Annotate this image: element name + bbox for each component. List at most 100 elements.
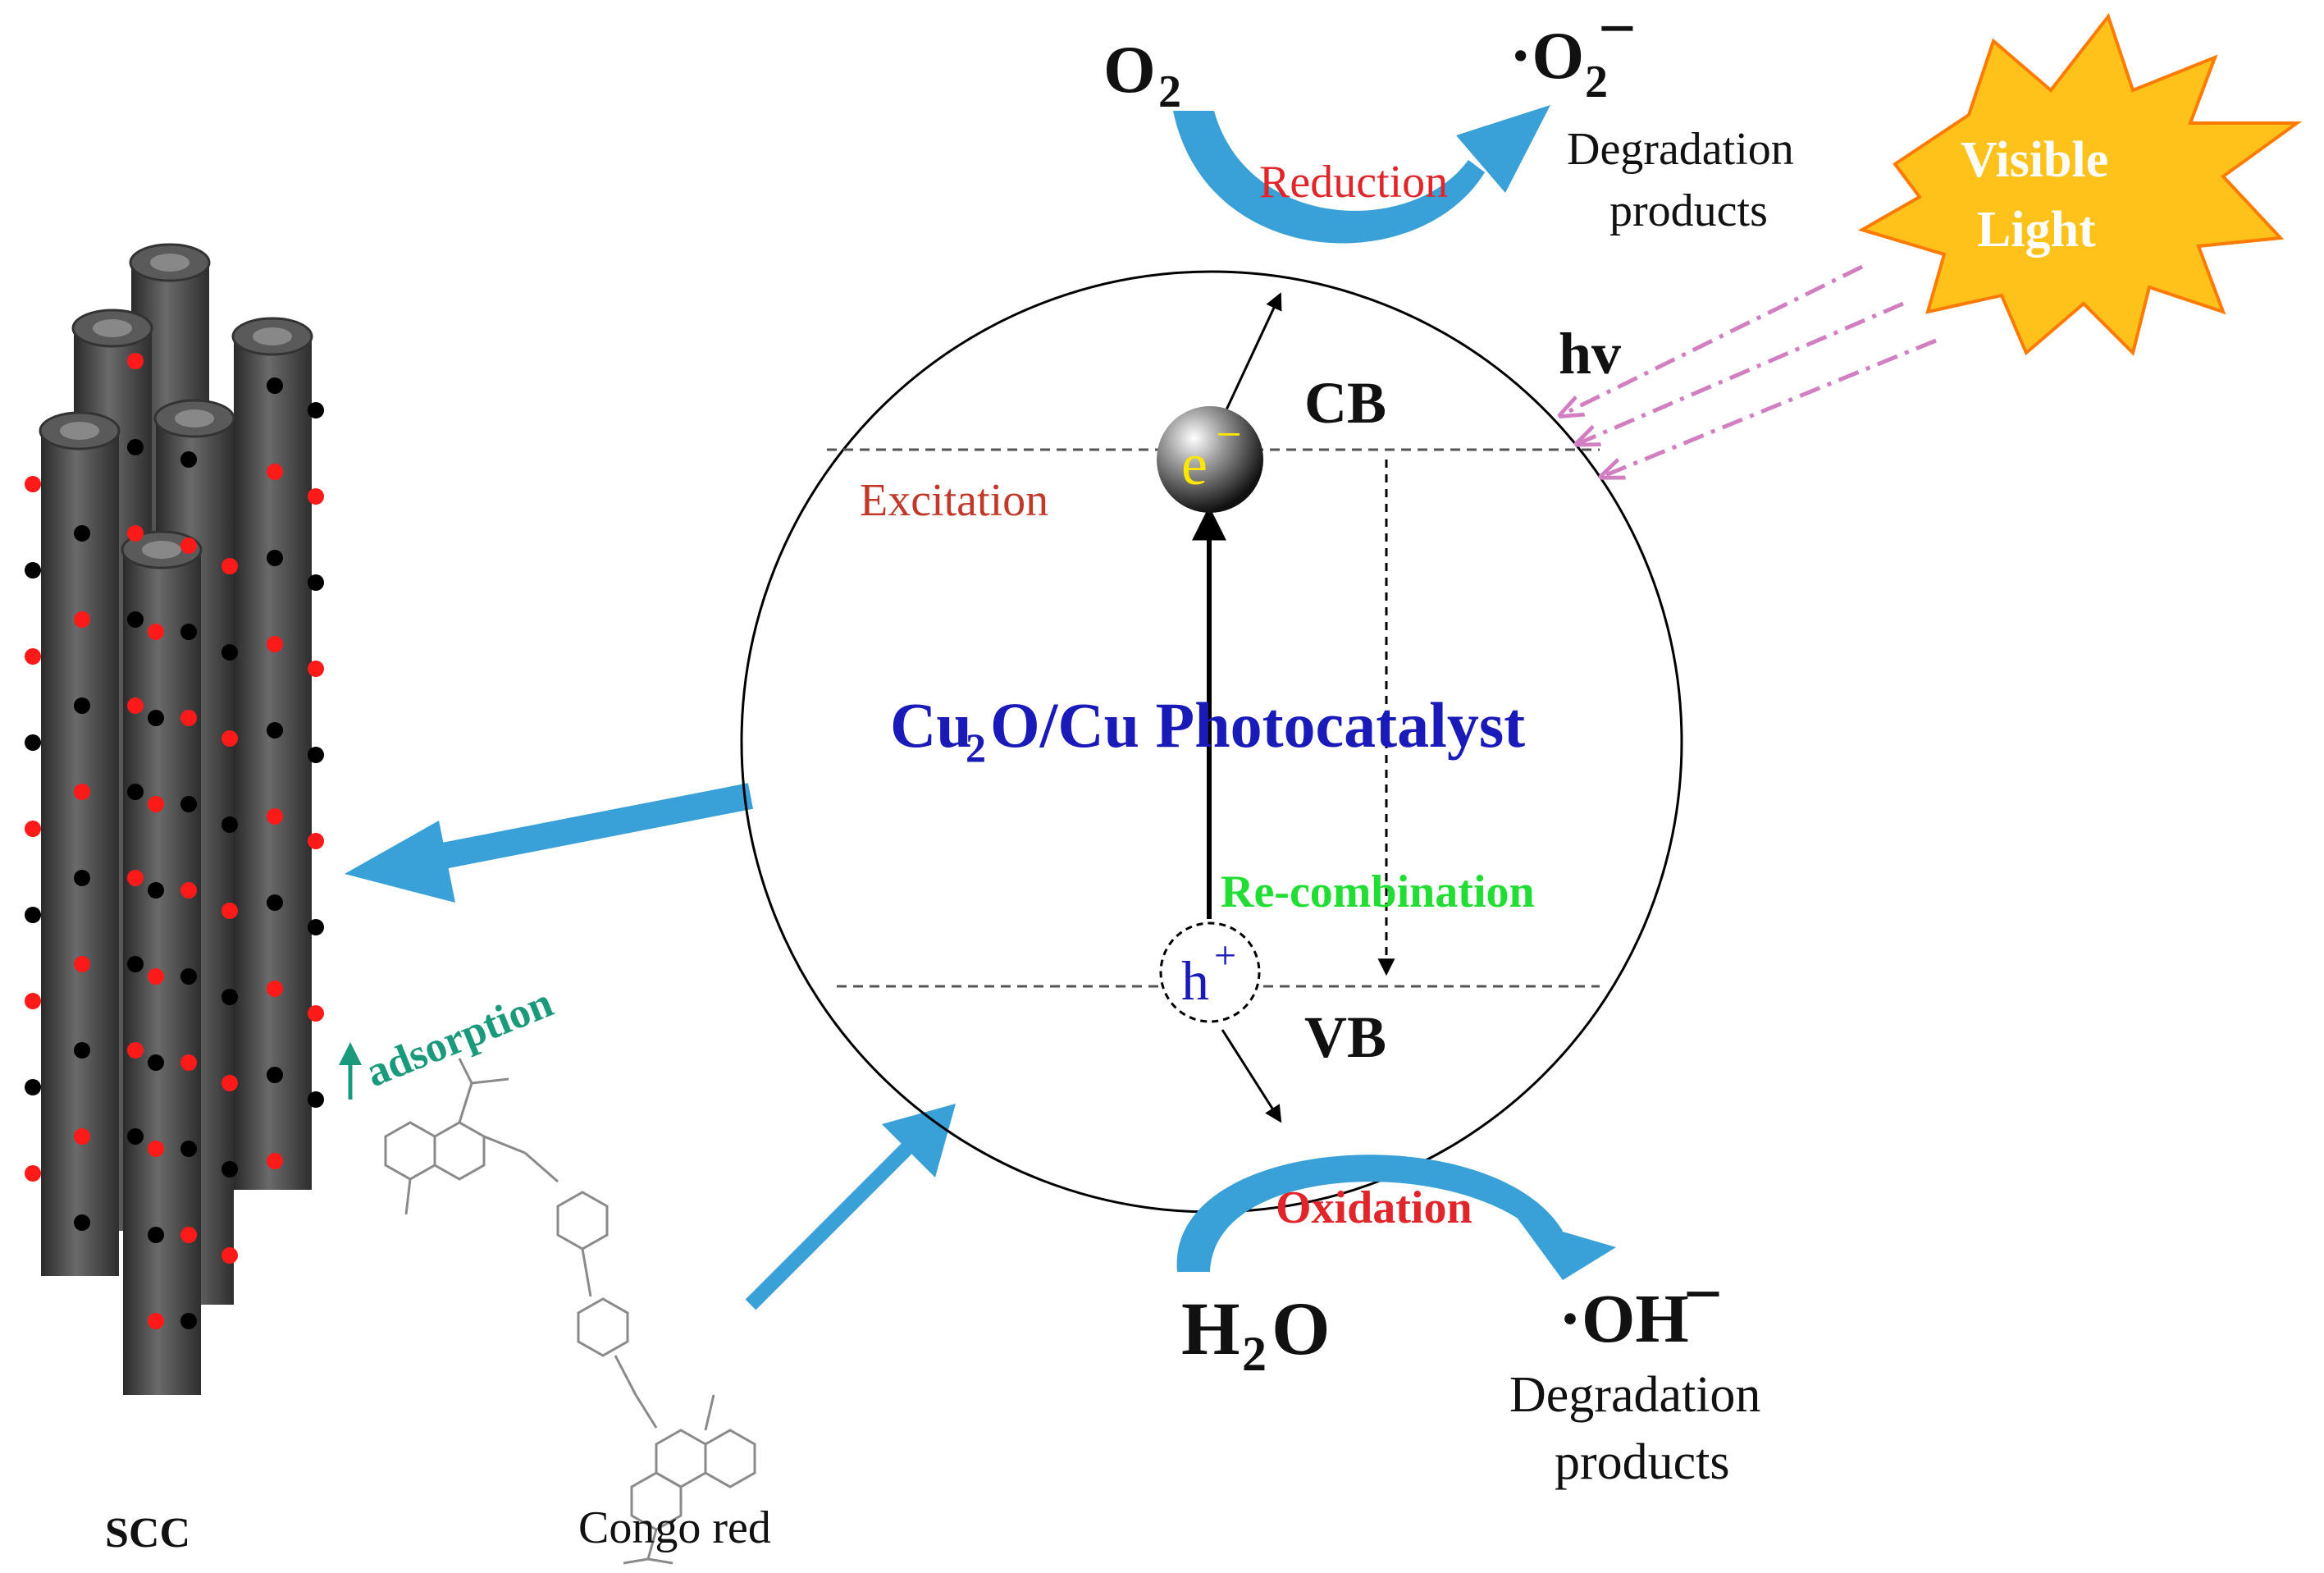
dye-dot [74,1128,90,1145]
dye-dot [148,1141,164,1157]
dye-dot [127,956,144,972]
catalyst-title-b: O/Cu Photocatalyst [990,689,1525,761]
dye-dot [148,1227,164,1243]
o2-text: O [1103,32,1156,107]
dye-dot [221,989,238,1005]
dye-dot [308,661,324,677]
dye-dot [25,1079,41,1095]
arrow-to-scc [345,821,455,903]
h2o-text-b: O [1272,1287,1331,1370]
dye-dot [267,894,283,911]
dye-dot [267,808,283,825]
oxidation-label: Oxidation [1276,1182,1472,1233]
dye-dot [221,1075,238,1091]
dye-dot [221,1161,238,1177]
dye-dot [180,1313,197,1329]
dye-dot [221,816,238,833]
dye-dot [127,439,144,455]
dye-dot [127,697,144,714]
catalyst-title: Cu 2 O/Cu Photocatalyst [890,689,1525,770]
dye-dot [25,648,41,665]
dye-dot [221,1247,238,1264]
dye-dot [74,784,90,800]
dye-dot [180,451,197,468]
dye-dot [180,882,197,899]
hv-label: hv [1559,321,1621,386]
dye-dot [127,784,144,800]
dye-dot [221,558,238,574]
dye-dot [267,464,283,480]
arrow-to-catalyst [882,1104,956,1177]
h2o-sub: 2 [1242,1327,1267,1381]
dye-dot [74,611,90,628]
dye-dot [267,550,283,566]
dye-dot [74,956,90,972]
dye-dot [180,1141,197,1157]
congo-red-label: Congo red [578,1502,771,1553]
superoxide-sup: − [1598,0,1637,66]
superoxide-label: ·O 2 − [1509,0,1637,107]
dye-dot [127,525,144,542]
vb-label: VB [1304,1004,1386,1070]
degradation-bottom-line2: products [1555,1434,1730,1490]
degradation-bottom-line1: Degradation [1509,1367,1760,1423]
oxidation-arc-arrow [1176,1155,1616,1280]
superoxide-text: ·O [1509,18,1584,93]
dye-dot [74,525,90,542]
dye-dot [221,730,238,747]
h2o-label: H 2 O [1181,1287,1331,1381]
molecule-icon [384,1058,756,1565]
dye-dot [308,833,324,849]
dye-dot [308,1091,324,1108]
hydroxyl-label: ·OH − [1559,1256,1723,1357]
hole-transfer-arrow [1221,1029,1282,1123]
dye-dot [127,611,144,628]
dye-dot [25,1165,41,1182]
dye-dot [148,624,164,640]
dye-dot [180,796,197,812]
electron-charge: − [1216,409,1242,460]
hydroxyl-sup: − [1683,1256,1723,1333]
dye-dot [148,710,164,726]
dye-dot [308,1005,324,1022]
dye-dot [308,919,324,935]
dye-dot [25,993,41,1009]
dye-dot [221,644,238,661]
dye-dot [148,968,164,985]
visible-light-line1: Visible [1961,132,2108,188]
dye-dot [148,1054,164,1071]
dye-dot [148,882,164,899]
starburst-icon: Visible Light [1857,12,2303,356]
dye-dot [74,870,90,886]
dye-dot [180,1054,197,1071]
electron-transfer-arrow [1221,292,1282,419]
dye-dot [267,1067,283,1083]
flow-arrows [345,783,956,1310]
dye-dot [127,870,144,886]
dye-dot [180,968,197,985]
o2-label: O 2 [1103,32,1181,117]
dye-dot [221,903,238,919]
dye-dot [308,488,324,505]
hydroxyl-text: ·OH [1559,1281,1689,1357]
catalyst-title-sub: 2 [966,725,986,770]
dye-dot [127,353,144,369]
dye-dot [180,1227,197,1243]
dye-dot [127,1128,144,1145]
reduction-arc-arrow [1173,105,1550,244]
dye-dot [25,562,41,578]
carbon-tube-icon [39,411,121,1276]
hole-charge: + [1214,934,1236,977]
dye-dot [127,1042,144,1059]
h2o-text-a: H [1181,1287,1240,1370]
cb-label: CB [1304,370,1386,436]
adsorption-label: adsorption [359,979,559,1096]
electron-label: e [1181,432,1208,497]
dye-dot [148,1313,164,1329]
dye-dot [25,821,41,837]
dye-dot [25,476,41,492]
visible-light-line2: Light [1977,202,2096,258]
dye-dot [308,574,324,591]
adsorption-annotation: adsorption [339,979,559,1100]
